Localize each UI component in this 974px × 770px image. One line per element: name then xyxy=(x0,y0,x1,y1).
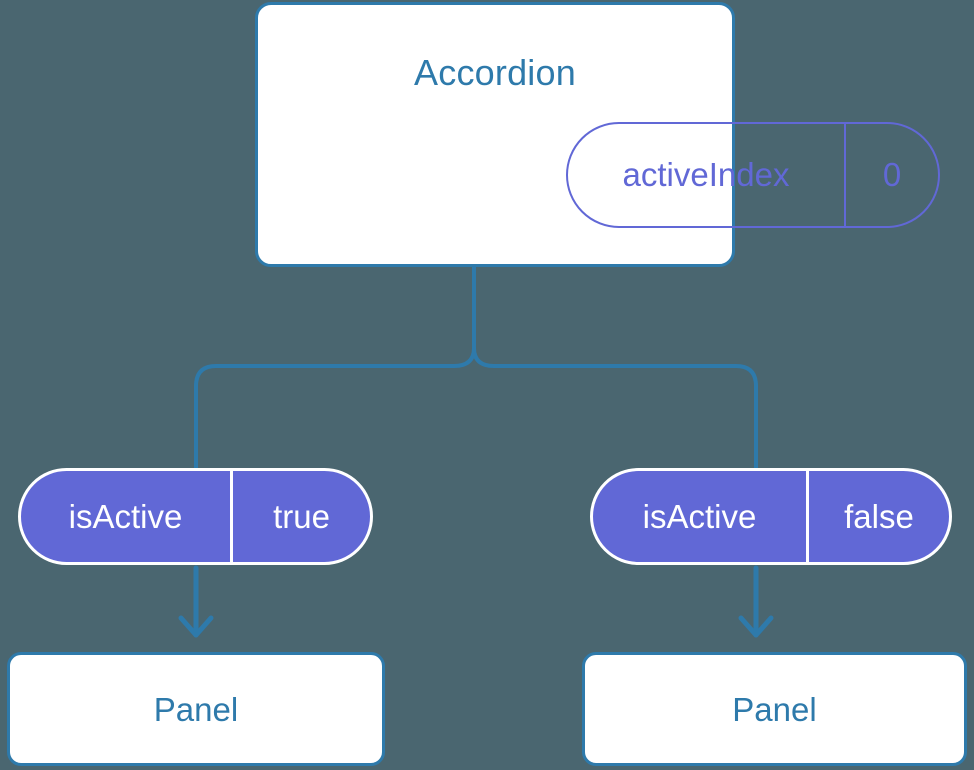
accordion-component-card[interactable]: Accordion activeIndex 0 xyxy=(255,2,940,267)
connector-branch-left xyxy=(194,346,476,470)
arrow-head-left-icon xyxy=(178,615,214,638)
panel-title-right: Panel xyxy=(732,690,817,728)
state-value-activeindex: 0 xyxy=(882,156,902,193)
accordion-title: Accordion xyxy=(414,52,576,93)
arrow-head-right-icon xyxy=(738,615,774,638)
prop-pill-right[interactable]: isActive false xyxy=(590,468,952,565)
state-key-activeindex: activeIndex xyxy=(568,124,846,226)
prop-key-isactive-right: isActive xyxy=(593,471,809,562)
prop-value-isactive-left: true xyxy=(273,497,330,535)
prop-pill-left[interactable]: isActive true xyxy=(18,468,373,565)
panel-component-card-left[interactable]: Panel xyxy=(7,652,385,766)
prop-value-isactive-right: false xyxy=(844,497,914,535)
connector-branch-right xyxy=(472,346,758,470)
accordion-state-pill[interactable]: activeIndex 0 xyxy=(566,122,940,228)
panel-component-card-right[interactable]: Panel xyxy=(582,652,967,766)
prop-key-isactive-left: isActive xyxy=(21,471,233,562)
panel-title-left: Panel xyxy=(153,690,239,728)
